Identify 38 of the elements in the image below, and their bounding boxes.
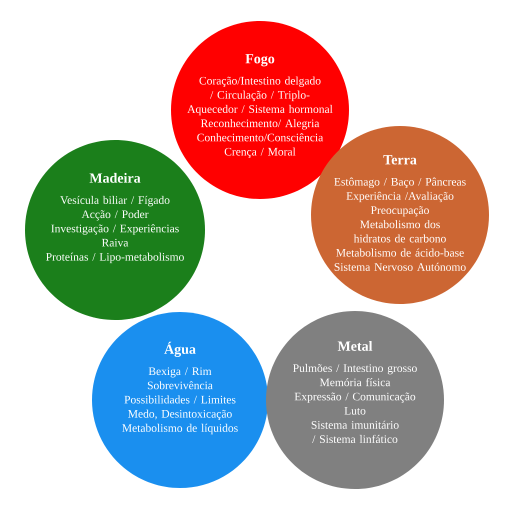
node-label: Memória física xyxy=(320,378,390,386)
node-label: Coração/Intestino delgado / Circulação / Triplo-Aquecedor / Sistema hormonal xyxy=(187,76,333,116)
node-label: Vesícula biliar / Fígado xyxy=(60,196,170,206)
node-label: Bexiga / Rim xyxy=(148,367,212,378)
node-label: Sistema imunitário / Sistema linfático xyxy=(312,420,399,444)
node-label: Investigação / Experiências xyxy=(51,224,179,235)
circle-text: Fogo Coração/Intestino delgado / Circulação / Triplo-Aquecedor / Sistema hormonal Reconhecimento/ Alegria Conhecimento/Consciência Crença / Moral xyxy=(187,54,333,158)
circle-text: Madeira Vesícula biliar / Fígado Acção / Poder Investigação / Experiências Raiva Proteínas / Lipo-metabolismo xyxy=(46,172,184,264)
node-label: Metabolismo dos hidratos de carbono xyxy=(354,220,446,242)
node-label: Sistema Nervoso Autónomo xyxy=(334,262,466,271)
node-label: Reconhecimento/ Alegria xyxy=(200,119,320,130)
node-label: Madeira xyxy=(90,172,140,183)
node-label: Possibilidades / Limites xyxy=(124,395,236,404)
node-label: Metabolismo de ácido-base xyxy=(336,248,464,257)
node-label: Terra xyxy=(383,155,417,164)
node-label: Metal xyxy=(338,340,372,351)
node-label: Crença / Moral xyxy=(224,147,296,158)
node-label: Fogo xyxy=(245,54,274,66)
node-label: Expressão / Comunicação xyxy=(294,392,416,403)
node-label: Raiva xyxy=(102,238,128,247)
node-label: Luto xyxy=(344,406,366,415)
node-label: Experiência /Avaliação xyxy=(346,192,454,202)
node-label: Estômago / Baço / Pâncreas xyxy=(334,178,466,188)
node-label: Acção / Poder xyxy=(82,210,148,220)
node-label: Proteínas / Lipo-metabolismo xyxy=(46,252,184,264)
element-circle xyxy=(266,311,444,489)
circle-text: Metal Pulmões / Intestino grosso Memória física Expressão / Comunicação Luto Sistema imunitário / Sistema linfático xyxy=(293,340,417,444)
circle-text: Terra Estômago / Baço / Pâncreas Experiência /Avaliação Preocupação Metabolismo dos hidratos de carbono Metabolismo de ácido-base Sistema Nervoso Autónomo xyxy=(334,155,466,271)
element-circle xyxy=(25,140,205,320)
node-label: Preocupação xyxy=(370,206,429,216)
node-label: Água xyxy=(164,342,196,357)
element-circle xyxy=(92,312,268,488)
circle-text: Água Bexiga / Rim Sobrevivência Possibilidades / Limites Medo, Desintoxicação Metabolismo de líquidos xyxy=(122,342,238,434)
node-label: Sobrevivência xyxy=(148,381,213,390)
node-label: Medo, Desintoxicação xyxy=(128,410,232,420)
node-label: Metabolismo de líquidos xyxy=(122,424,238,434)
node-label: Conhecimento/Consciência xyxy=(197,133,324,142)
node-label: Pulmões / Intestino grosso xyxy=(293,364,417,374)
